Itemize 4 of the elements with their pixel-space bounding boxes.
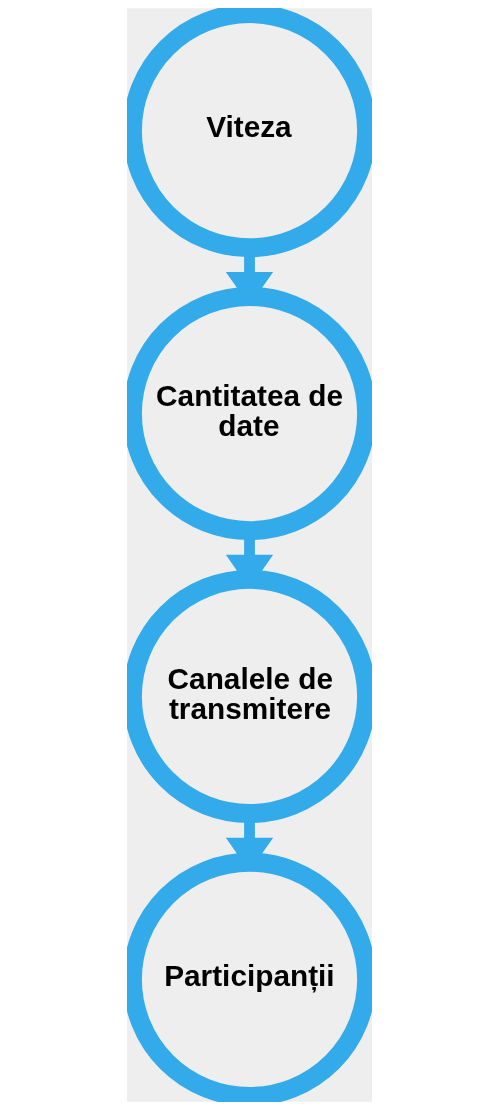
node-circle: Cantitatea de date	[126, 287, 372, 541]
node-circle: Participanții	[126, 852, 372, 1102]
node-circle: Viteza	[126, 8, 372, 258]
node-circle: Canalele de transmitere	[126, 569, 372, 823]
